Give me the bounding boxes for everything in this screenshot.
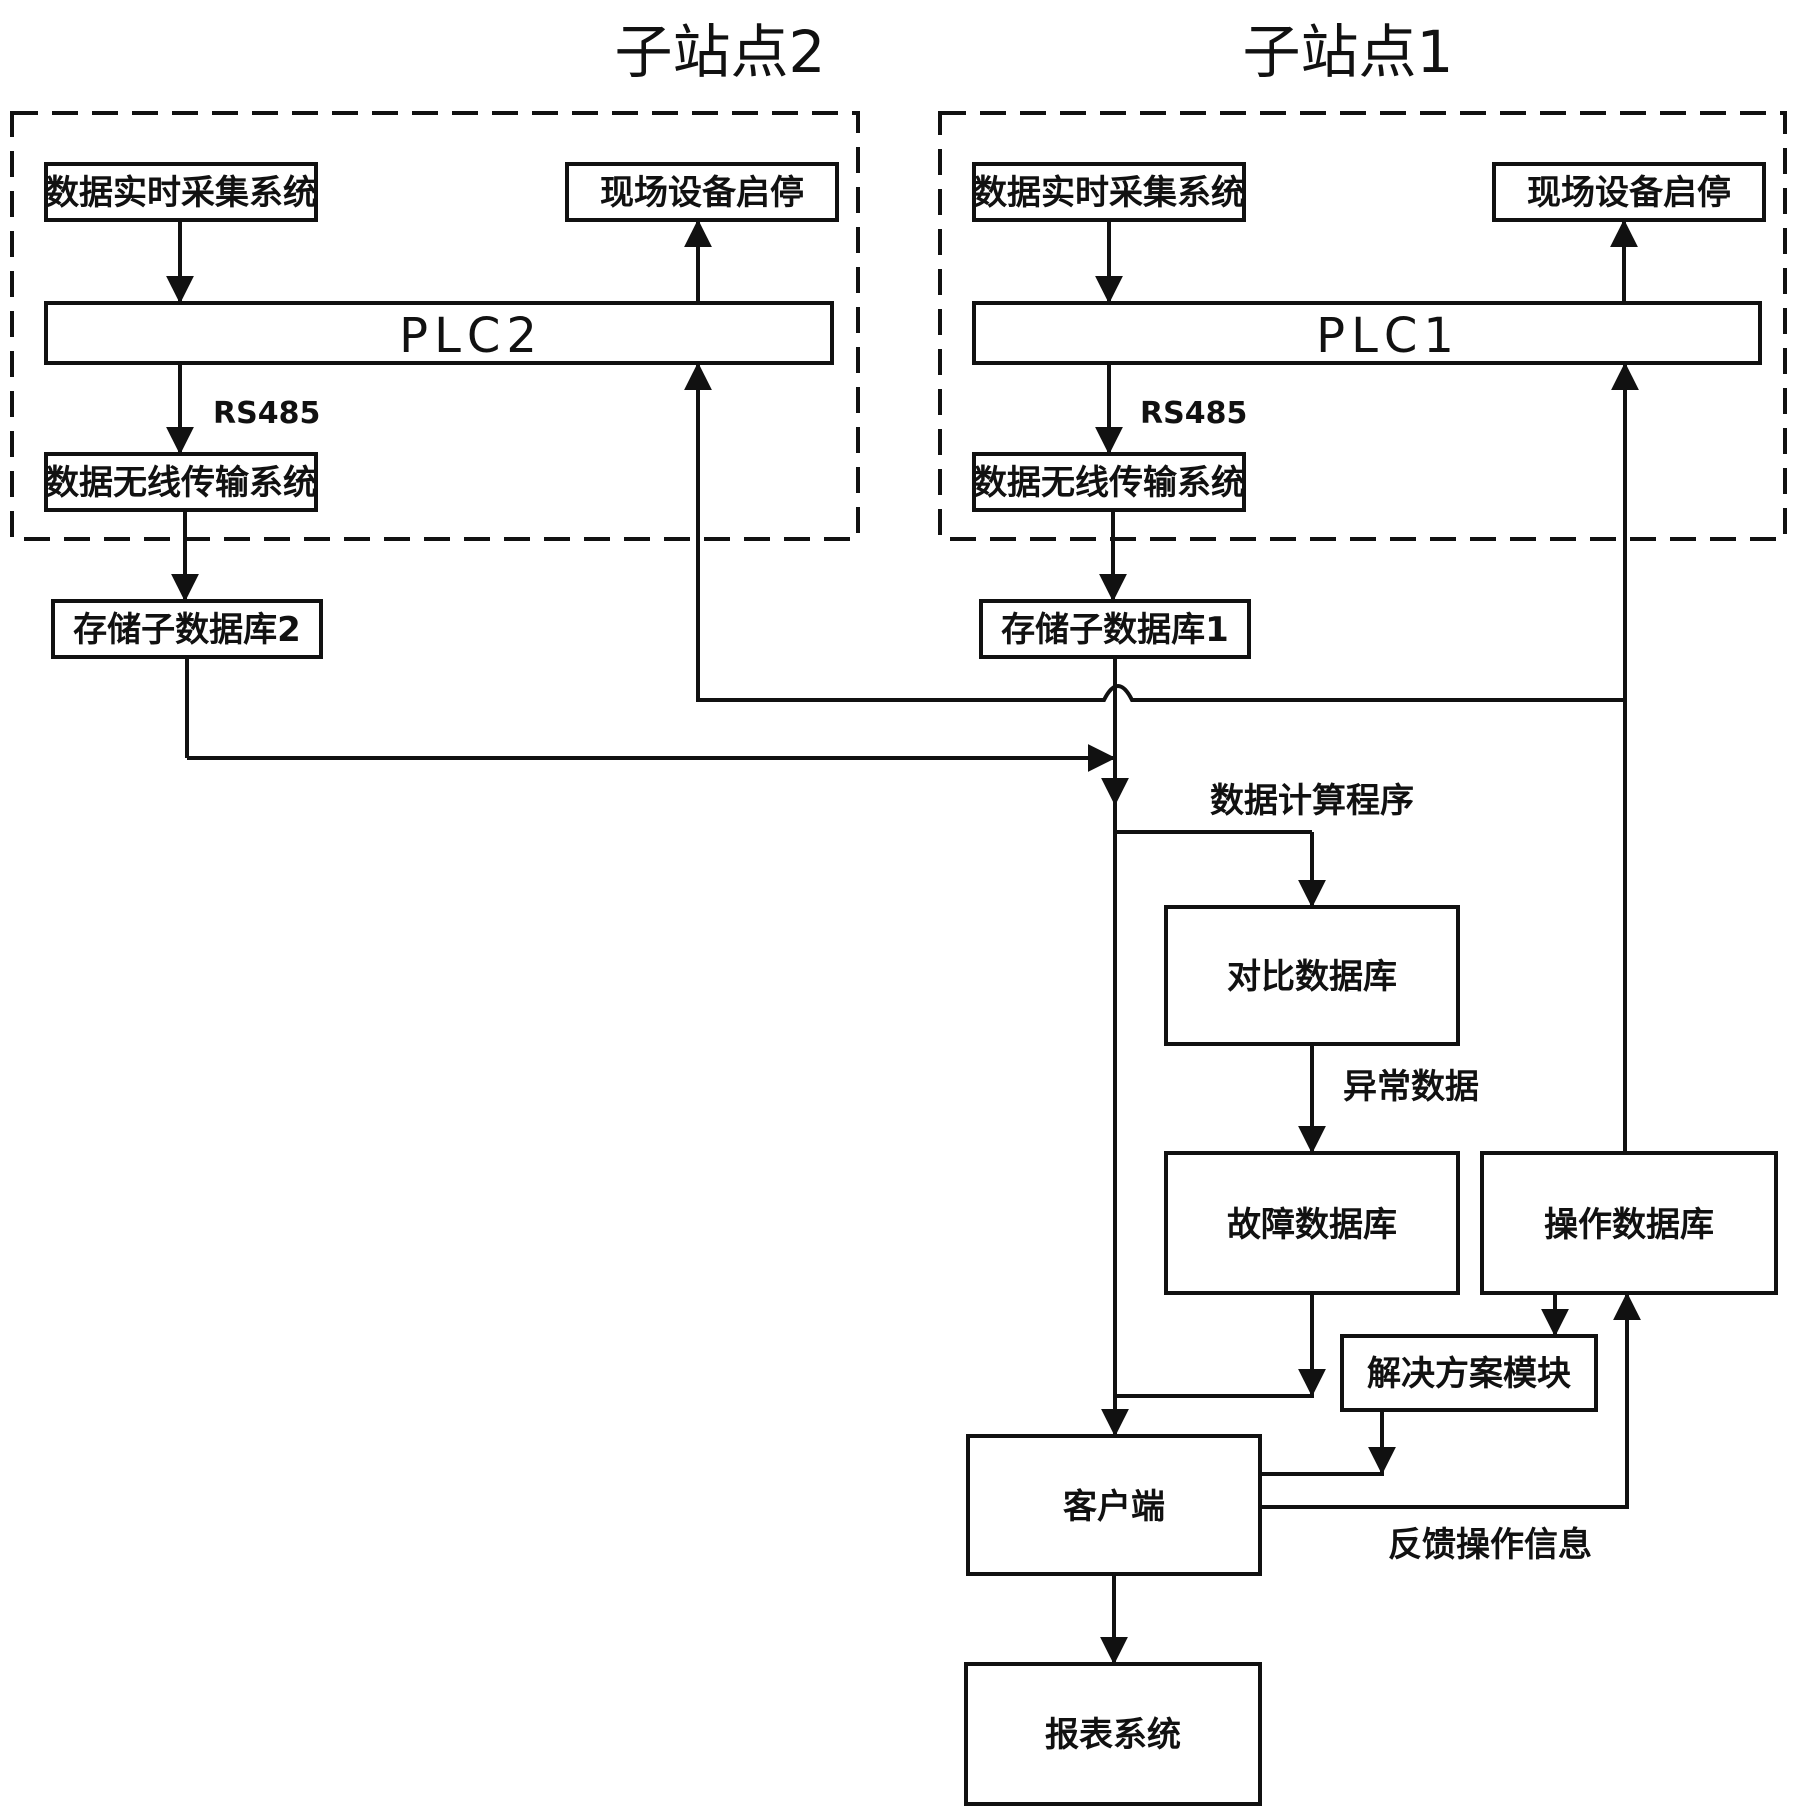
station2-bus-label: RS485 xyxy=(213,396,320,431)
operation-db-label: 操作数据库 xyxy=(1544,1205,1714,1245)
report-system-label: 报表系统 xyxy=(1045,1715,1181,1755)
station2-wireless-label: 数据无线传输系统 xyxy=(45,463,317,503)
report-system-box xyxy=(964,1662,1262,1806)
compare-db-box xyxy=(1164,905,1460,1046)
station1-wireless-box xyxy=(972,452,1246,512)
fault-db-box xyxy=(1164,1151,1460,1295)
station1-wireless-label: 数据无线传输系统 xyxy=(973,463,1245,503)
station1-plc-bar xyxy=(972,301,1762,365)
station2-collect-box xyxy=(44,162,318,222)
station1-bus-label: RS485 xyxy=(1140,396,1247,431)
station1-frame xyxy=(938,111,1787,541)
station2-collect-label: 数据实时采集系统 xyxy=(45,173,317,213)
station2-frame xyxy=(10,111,860,541)
abnormal-data-label: 异常数据 xyxy=(1343,1067,1479,1107)
station1-equipment-box xyxy=(1492,162,1766,222)
station2-equipment-label: 现场设备启停 xyxy=(600,173,804,213)
client-label: 客户端 xyxy=(1063,1487,1165,1527)
compare-db-label: 对比数据库 xyxy=(1227,957,1397,997)
station1-storage-label: 存储子数据库1 xyxy=(1001,610,1229,650)
station2-plc-label: PLC2 xyxy=(399,308,543,364)
station2-storage-label: 存储子数据库2 xyxy=(73,610,301,650)
line-fault-to-trunk xyxy=(1115,1293,1314,1398)
solution-module-label: 解决方案模块 xyxy=(1367,1354,1571,1394)
solution-module-box xyxy=(1340,1334,1598,1412)
line-client-solution xyxy=(1260,1410,1384,1476)
station1-title: 子站点1 xyxy=(1243,18,1454,86)
feedback-label: 反馈操作信息 xyxy=(1388,1525,1592,1565)
fault-db-label: 故障数据库 xyxy=(1227,1205,1397,1245)
station1-plc-label: PLC1 xyxy=(1316,308,1460,364)
station2-plc-bar xyxy=(44,301,834,365)
client-box xyxy=(966,1434,1262,1576)
station2-title: 子站点2 xyxy=(615,18,826,86)
station2-wireless-box xyxy=(44,452,318,512)
station1-equipment-label: 现场设备启停 xyxy=(1527,173,1731,213)
station1-collect-box xyxy=(972,162,1246,222)
calc-program-label: 数据计算程序 xyxy=(1210,781,1414,821)
arrow-client-feedback-to-operation xyxy=(1260,1292,1641,1509)
station1-collect-label: 数据实时采集系统 xyxy=(973,173,1245,213)
operation-db-box xyxy=(1480,1151,1778,1295)
